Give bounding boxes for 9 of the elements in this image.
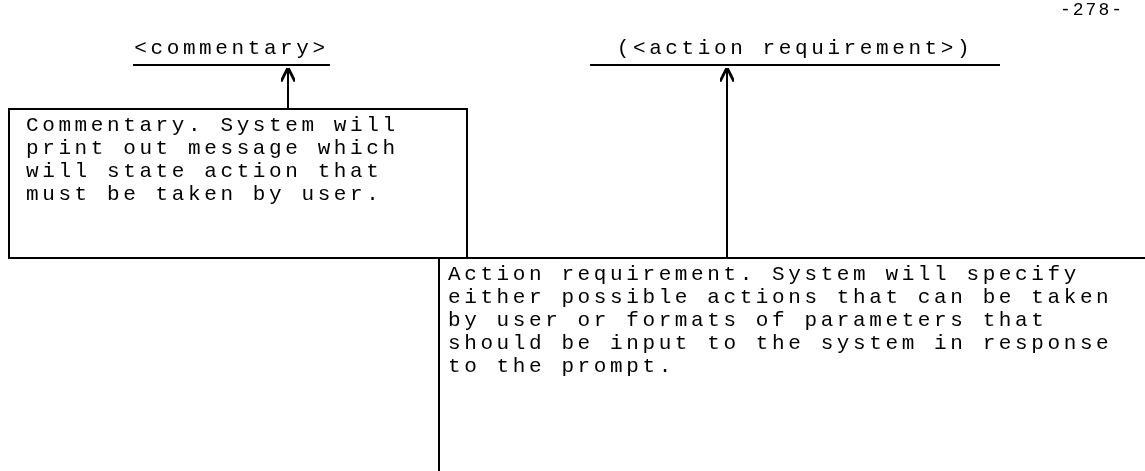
arrow <box>718 66 736 258</box>
description-text: Action requirement. System will specify either possible actions that can be taken by user or formats of parameters that should be input to the system in response to the prompt. <box>448 263 1114 378</box>
description-text: Commentary. System will print out message which will state action that must be taken by user. <box>26 114 400 206</box>
description-box <box>438 257 1145 471</box>
page-number: -278- <box>1060 0 1124 20</box>
term-text: <commentary> <box>134 37 329 60</box>
arrow <box>279 66 297 109</box>
description-box <box>8 108 468 259</box>
term-text: (<action requirement>) <box>616 37 974 60</box>
